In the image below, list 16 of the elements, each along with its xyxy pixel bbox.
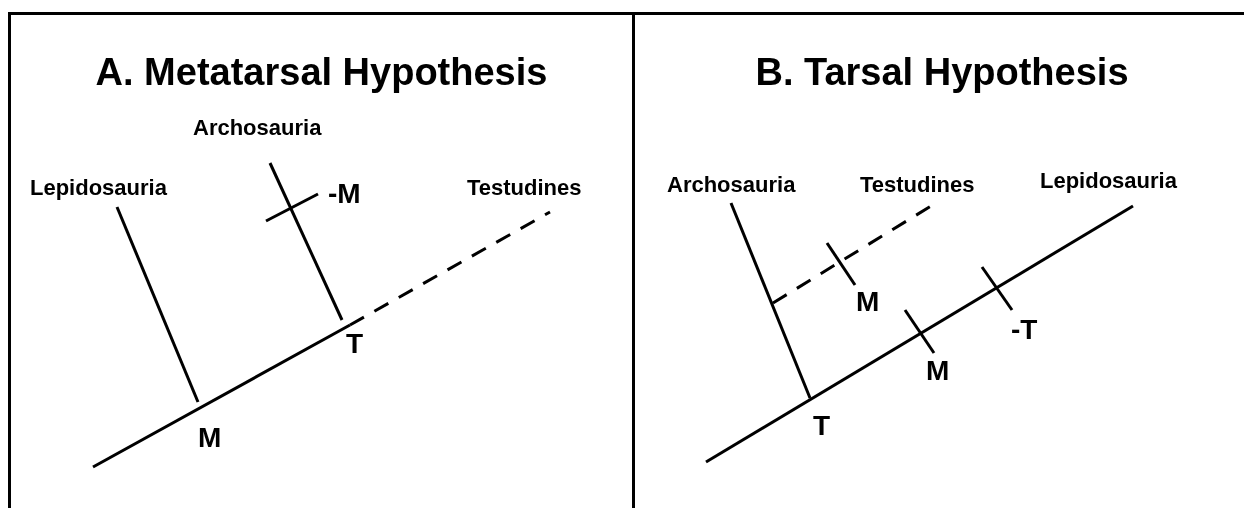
character-mark: M: [198, 424, 222, 452]
clade-label: Lepidosauria: [1040, 170, 1177, 192]
clade-label: Testudines: [467, 177, 582, 199]
panel-title: A. Metatarsal Hypothesis: [94, 51, 549, 94]
panel: [8, 12, 635, 508]
clade-label: Archosauria: [193, 117, 322, 139]
character-mark: -T: [1011, 316, 1038, 344]
character-mark: T: [813, 412, 831, 440]
character-mark: M: [856, 288, 880, 316]
clade-label: Testudines: [860, 174, 975, 196]
clade-label: Archosauria: [667, 174, 796, 196]
clade-label: Lepidosauria: [30, 177, 167, 199]
character-mark: T: [346, 330, 364, 358]
character-mark: -M: [328, 180, 361, 208]
panel-title: B. Tarsal Hypothesis: [754, 51, 1130, 94]
character-mark: M: [926, 357, 950, 385]
